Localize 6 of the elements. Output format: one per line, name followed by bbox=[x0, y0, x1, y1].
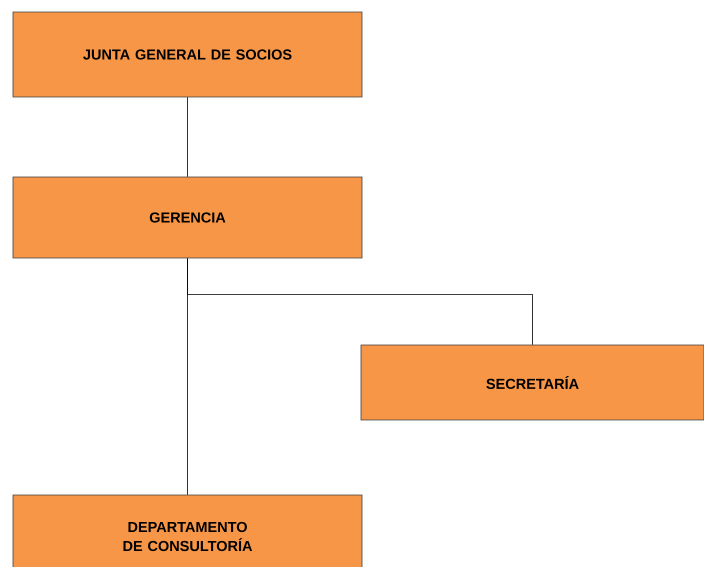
connector-line bbox=[187, 258, 188, 495]
org-box: JUNTA GENERAL DE SOCIOS bbox=[12, 12, 362, 98]
org-box: SECRETARÍA bbox=[360, 344, 704, 420]
connector-line bbox=[187, 97, 188, 177]
org-box: DEPARTAMENTO DE CONSULTORÍA bbox=[12, 494, 362, 567]
org-box: GERENCIA bbox=[12, 176, 362, 258]
